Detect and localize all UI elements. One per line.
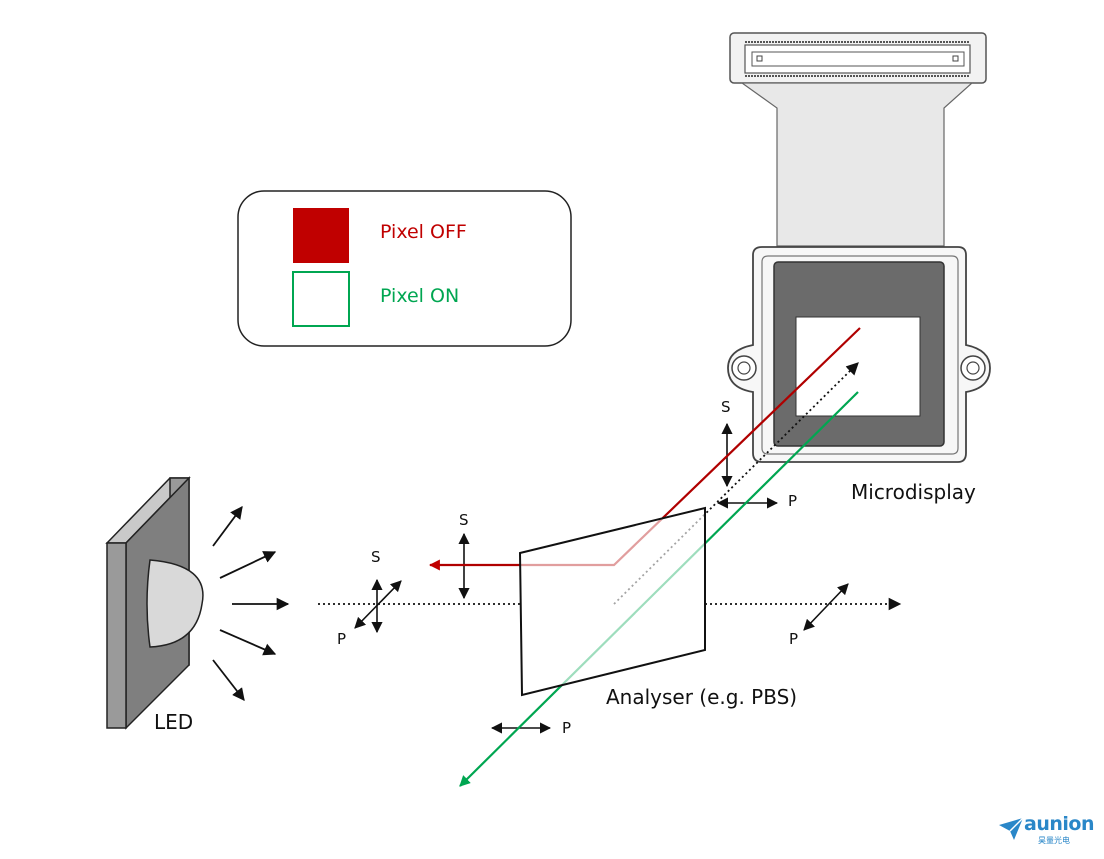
pol-p-transmitted: P	[789, 630, 799, 648]
pol-s-input: S	[371, 548, 381, 566]
pol-s-reflected: S	[459, 511, 469, 529]
legend-on-swatch	[292, 271, 350, 327]
legend-on-label: Pixel ON	[380, 285, 460, 307]
legend-off-label: Pixel OFF	[380, 221, 467, 243]
led-label: LED	[154, 710, 194, 734]
microdisplay	[727, 32, 991, 463]
logo-word: aunion	[1024, 813, 1094, 835]
legend	[237, 190, 572, 347]
pol-p-output: P	[562, 719, 572, 737]
logo-subtitle: 昊量光电	[1038, 836, 1070, 845]
paper-plane-icon	[999, 817, 1024, 840]
legend-off-swatch	[293, 208, 349, 263]
led-source	[105, 476, 290, 730]
pol-s-microdisplay: S	[721, 398, 731, 416]
analyser-label: Analyser (e.g. PBS)	[606, 685, 798, 709]
pol-p-input: P	[337, 630, 347, 648]
aunion-logo: aunion 昊量光电	[998, 813, 1098, 847]
microdisplay-label: Microdisplay	[851, 480, 976, 504]
pol-p-microdisplay: P	[788, 492, 798, 510]
analyser-prism	[518, 506, 706, 697]
